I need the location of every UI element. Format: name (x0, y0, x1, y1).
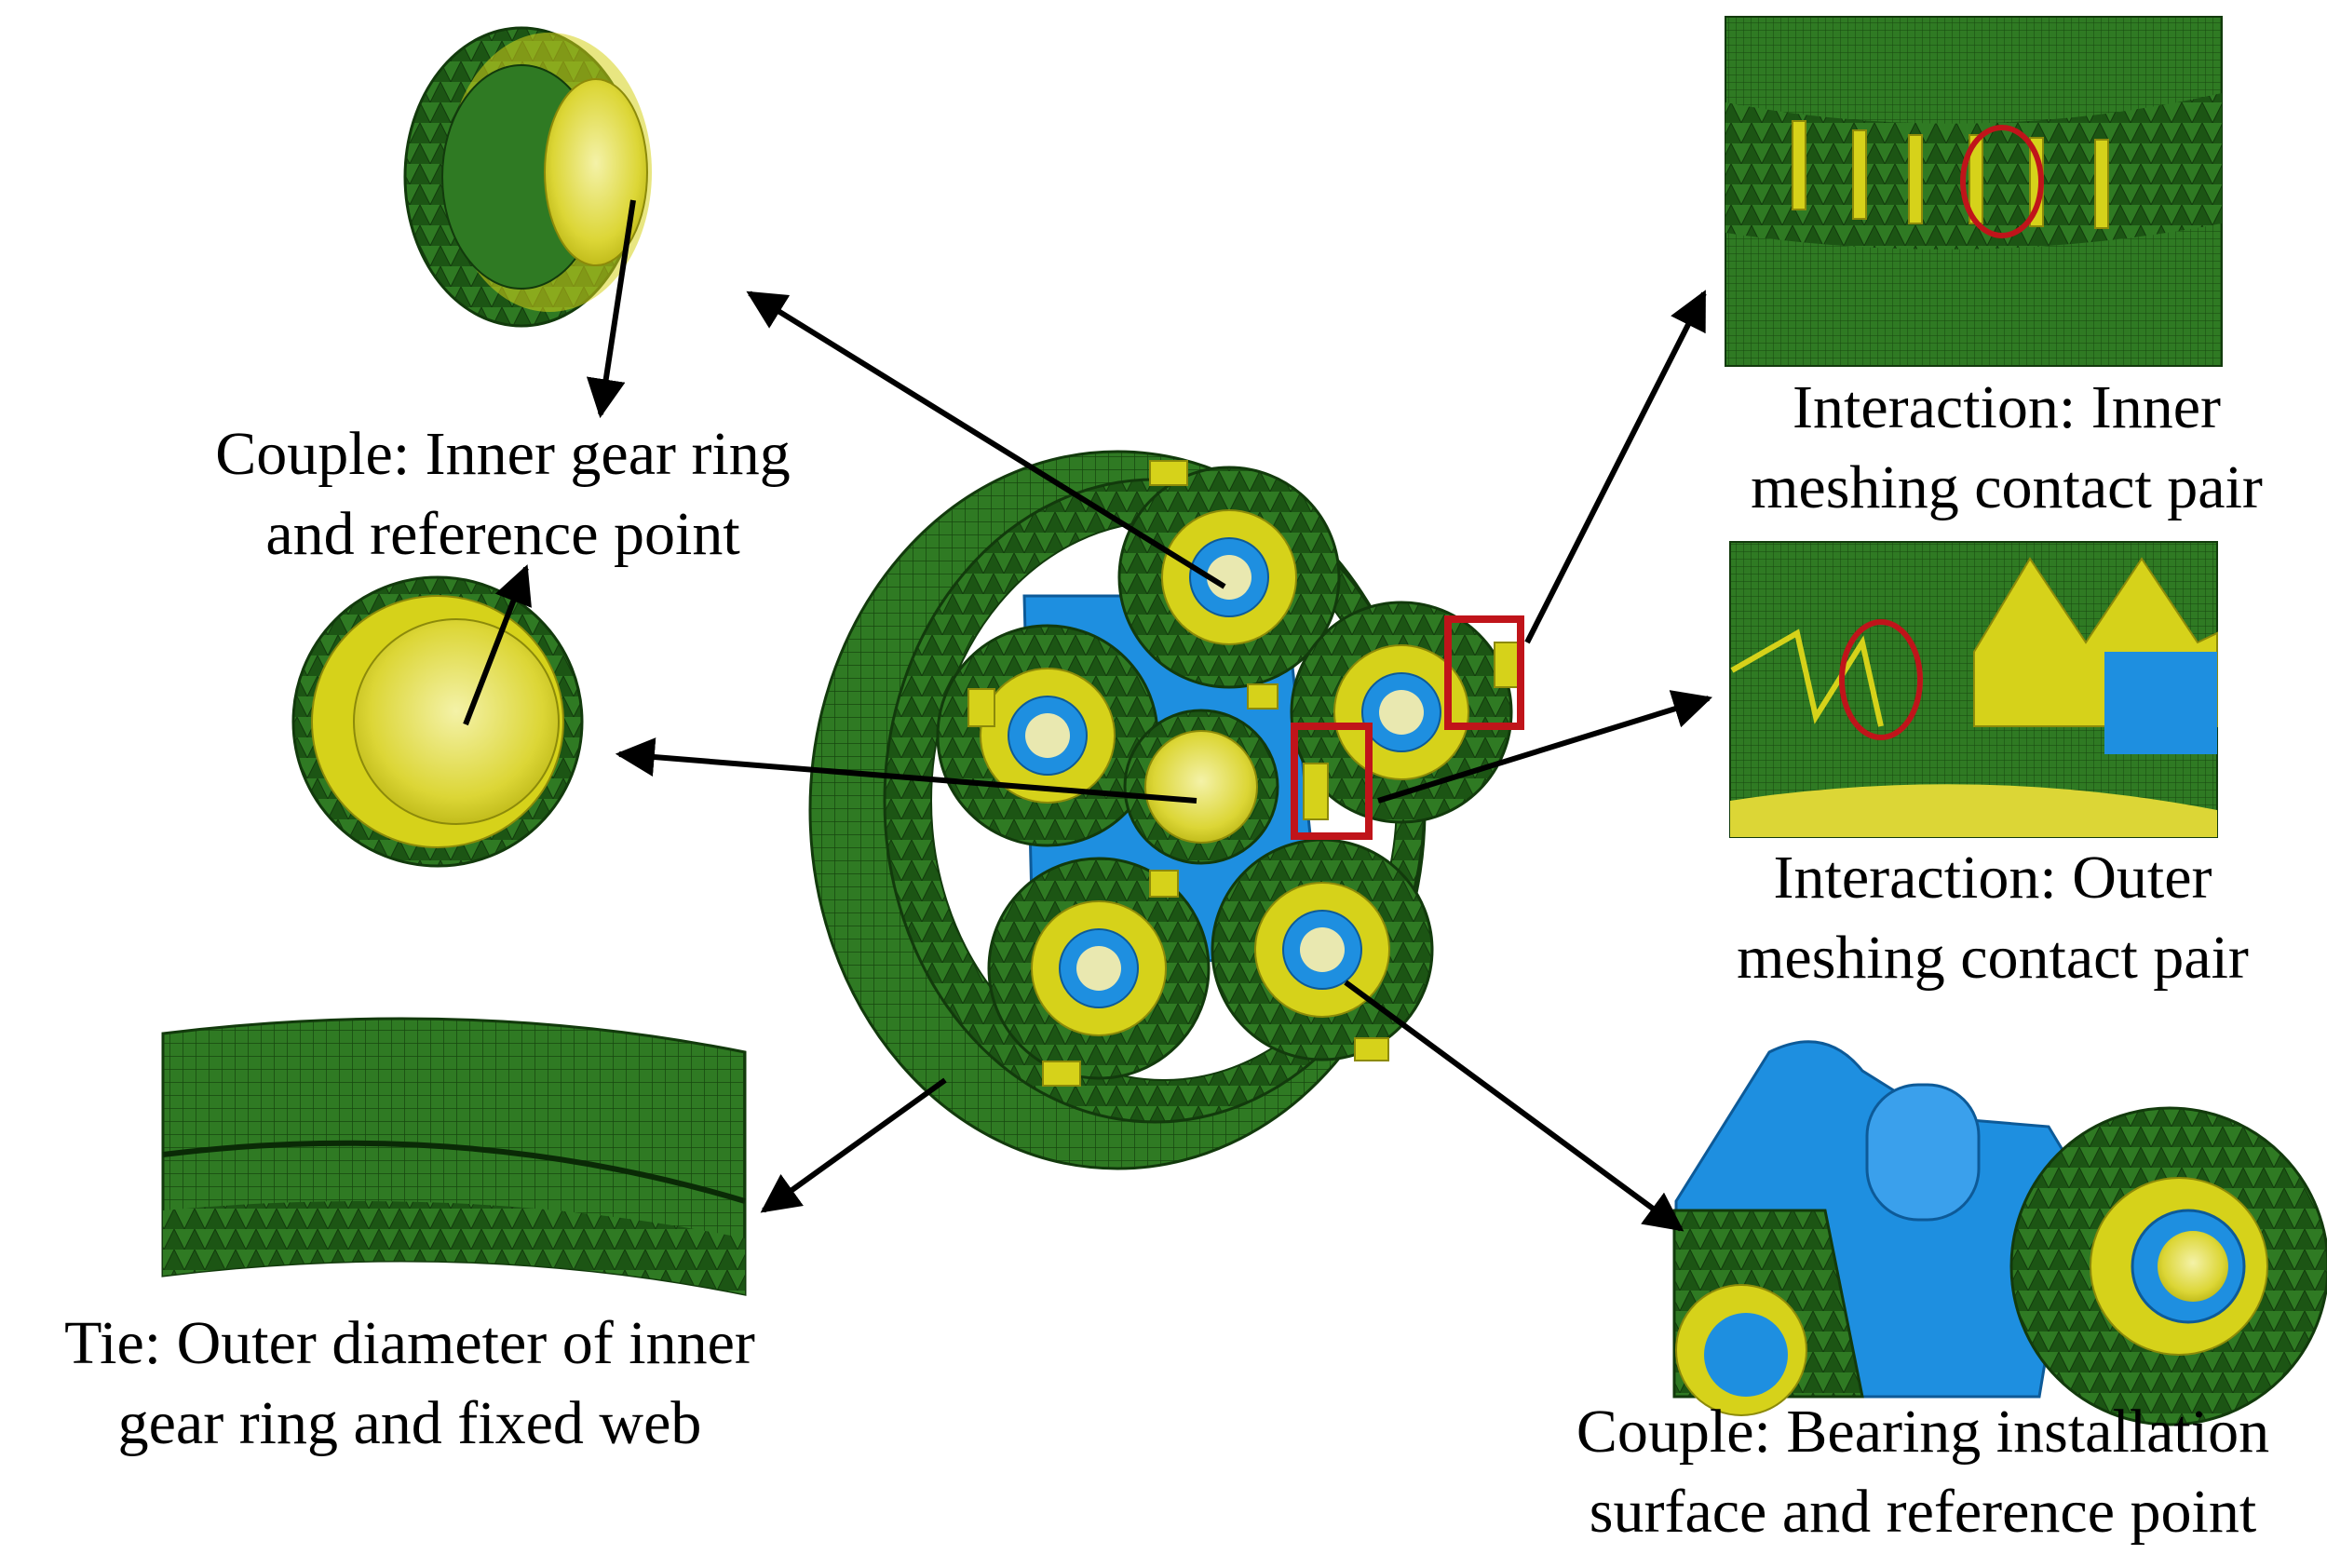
caption-line: Tie: Outer diameter of inner (64, 1309, 755, 1377)
arrow-to-bearing (1344, 980, 1684, 1232)
inner-mesh-highlight-box (1444, 615, 1524, 730)
planet-gear (1117, 466, 1341, 689)
caption-couple-bearing: Couple: Bearing installation surface and… (1527, 1392, 2319, 1552)
caption-interaction-inner: Interaction: Inner meshing contact pair (1695, 368, 2319, 528)
caption-tie: Tie: Outer diameter of inner gear ring a… (9, 1304, 810, 1464)
sun-gear-view (291, 575, 584, 868)
caption-line: Couple: Bearing installation (1576, 1398, 2270, 1466)
planetary-gear-assembly (808, 450, 1524, 1170)
arrow-to-inner-ring (746, 291, 1226, 589)
caption-couple-inner-ring: Couple: Inner gear ring and reference po… (158, 414, 847, 574)
planet-gear (987, 857, 1211, 1080)
contact-patches (967, 460, 1523, 1087)
sun-gear (1123, 709, 1279, 865)
inner-contact-circle (1960, 125, 2044, 238)
caption-line: surface and reference point (1589, 1478, 2257, 1546)
outer-meshing-inset (1729, 541, 2218, 838)
inner-gear-ring-view (403, 26, 652, 328)
ring-section-view (161, 1017, 747, 1296)
arrow-to-outer-meshing (1377, 690, 1713, 804)
arrow-to-sun-gear (615, 737, 1197, 804)
outer-contact-circle (1839, 619, 1923, 740)
caption-line: gear ring and fixed web (117, 1389, 702, 1457)
caption-line: meshing contact pair (1737, 924, 2249, 992)
arrow-to-ring-section (760, 1077, 947, 1213)
outer-mesh-highlight-box (1291, 723, 1373, 840)
caption-line: meshing contact pair (1751, 453, 2263, 521)
caption-line: Couple: Inner gear ring (215, 420, 791, 488)
planet-gear (1211, 838, 1434, 1061)
ref-point-arrow-sun (463, 564, 532, 726)
planet-gear (936, 624, 1159, 847)
inner-meshing-inset (1725, 16, 2223, 367)
caption-interaction-outer: Interaction: Outer meshing contact pair (1676, 838, 2309, 998)
callout-arrows (463, 199, 1713, 1232)
caption-line: and reference point (265, 500, 740, 568)
bearing-inset (1672, 1040, 2327, 1426)
ref-point-arrow-ring (586, 199, 636, 419)
arrow-to-inner-meshing (1524, 290, 1707, 644)
caption-line: Interaction: Outer (1773, 844, 2212, 912)
caption-line: Interaction: Inner (1793, 373, 2221, 441)
